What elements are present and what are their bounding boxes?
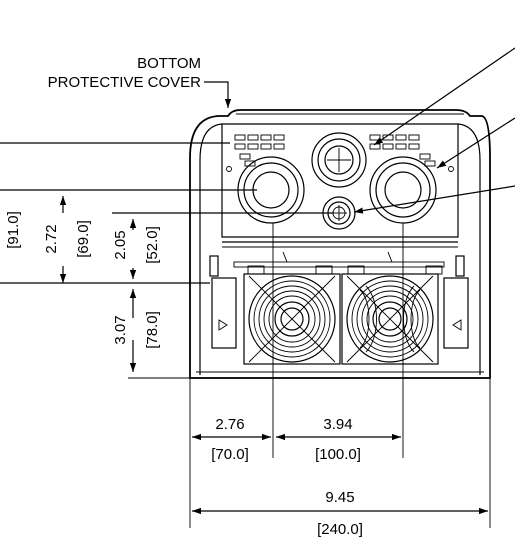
knockout-small-center	[322, 196, 356, 230]
drive-body	[189, 109, 491, 379]
dim-240-inch: 9.45	[325, 489, 354, 506]
extension-lines	[189, 223, 491, 528]
dim-69-inch: 2.72	[43, 224, 60, 253]
bottom-protective-cover	[221, 123, 459, 248]
vent-slots-right	[369, 134, 436, 167]
dim-52-inch: 2.05	[112, 230, 129, 259]
callout-label-line1: BOTTOM	[137, 55, 201, 72]
dimension-70: 2.76 [70.0]	[192, 416, 271, 463]
dimension-240: 9.45 [240.0]	[192, 489, 488, 538]
knockout-top-center	[311, 132, 367, 188]
side-rail-right	[443, 255, 469, 349]
callout-label-line2: PROTECTIVE COVER	[48, 74, 202, 91]
knockout-right	[369, 156, 437, 224]
side-rail-left	[209, 255, 237, 349]
vent-slots-left	[234, 134, 285, 167]
dim-91-mm: [91.0]	[5, 211, 22, 249]
dimension-78: 3.07 [78.0]	[112, 289, 190, 379]
dimension-69: 2.72 [69.0]	[43, 196, 92, 283]
lower-chassis	[209, 251, 469, 365]
dim-100-mm: [100.0]	[315, 446, 361, 463]
dim-52-mm: [52.0]	[144, 226, 161, 264]
dim-78-mm: [78.0]	[144, 311, 161, 349]
callout-leader-bottom-cover	[204, 81, 232, 108]
dimension-52: 2.05 [52.0]	[112, 219, 161, 279]
fan-left	[243, 273, 341, 365]
knockout-left	[237, 156, 305, 224]
dimension-91: [91.0]	[5, 211, 22, 249]
dim-240-mm: [240.0]	[317, 521, 363, 538]
dim-70-mm: [70.0]	[211, 446, 249, 463]
fan-right	[341, 273, 439, 365]
dim-69-mm: [69.0]	[75, 220, 92, 258]
dim-78-inch: 3.07	[112, 315, 129, 344]
dim-100-inch: 3.94	[323, 416, 352, 433]
dim-70-inch: 2.76	[215, 416, 244, 433]
dimension-100: 3.94 [100.0]	[276, 416, 401, 463]
